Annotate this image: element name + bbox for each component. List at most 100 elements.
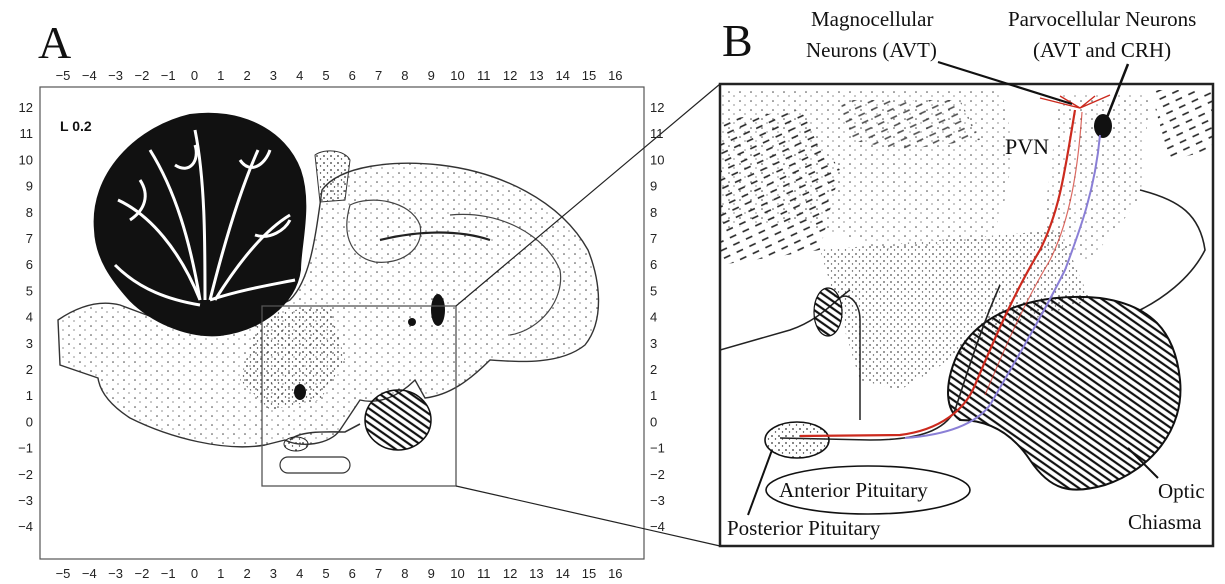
level-label: L 0.2	[60, 118, 92, 134]
pvn-dark-spot	[1094, 114, 1112, 138]
x-tick-label: 15	[582, 566, 596, 581]
dark-nucleus-a	[431, 294, 445, 326]
x-tick-label: 1	[217, 566, 224, 581]
x-tick-label: 5	[322, 566, 329, 581]
y-tick-label: 0	[26, 414, 33, 429]
x-tick-label: −2	[134, 68, 149, 83]
y-tick-label: 4	[26, 310, 33, 325]
x-tick-label: 2	[243, 566, 250, 581]
y-tick-label: 6	[26, 257, 33, 272]
x-tick-label: 9	[428, 68, 435, 83]
dark-bundle	[814, 288, 842, 336]
pvn-label: PVN	[1005, 134, 1049, 159]
x-tick-label: 8	[401, 68, 408, 83]
magno-label-line1: Magnocellular	[811, 7, 933, 31]
panel-b-letter: B	[722, 15, 753, 66]
x-tick-label: −5	[56, 68, 71, 83]
y-tick-label: 5	[650, 283, 657, 298]
y-tick-label: −2	[18, 467, 33, 482]
x-tick-label: 14	[555, 68, 569, 83]
y-tick-label: 2	[650, 362, 657, 377]
posterior-pituitary	[765, 422, 829, 458]
x-tick-label: 4	[296, 566, 303, 581]
y-tick-label: −1	[18, 441, 33, 456]
y-tick-label: 12	[650, 100, 664, 115]
parvo-label-line1: Parvocellular Neurons	[1008, 7, 1196, 31]
olfactory-dark	[315, 151, 350, 202]
x-tick-label: 11	[477, 566, 491, 581]
x-tick-label: 12	[503, 566, 517, 581]
y-tick-label: 3	[26, 336, 33, 351]
y-tick-label: 9	[650, 179, 657, 194]
y-tick-label: 12	[19, 100, 33, 115]
x-tick-label: 6	[349, 566, 356, 581]
x-tick-label: 16	[608, 566, 622, 581]
x-tick-label: 13	[529, 566, 543, 581]
x-tick-label: −1	[161, 68, 176, 83]
y-tick-label: 10	[19, 152, 33, 167]
x-tick-label: 13	[529, 68, 543, 83]
y-tick-label: −3	[18, 493, 33, 508]
dark-dot	[408, 318, 416, 326]
x-tick-label: 3	[270, 566, 277, 581]
y-tick-label: 8	[650, 205, 657, 220]
y-tick-label: −4	[18, 519, 33, 534]
x-tick-label: −3	[108, 566, 123, 581]
x-tick-label: 3	[270, 68, 277, 83]
x-tick-label: −1	[161, 566, 176, 581]
x-tick-label: 6	[349, 68, 356, 83]
y-tick-label: −2	[650, 467, 665, 482]
anterior-pituitary-label: Anterior Pituitary	[779, 478, 928, 502]
x-tick-label: −2	[134, 566, 149, 581]
zoom-connector-bottom	[456, 486, 720, 546]
x-tick-label: 14	[555, 566, 569, 581]
cerebellum	[95, 114, 306, 336]
x-tick-label: −5	[56, 566, 71, 581]
optic-label-line1: Optic	[1158, 479, 1205, 503]
dark-nucleus-b	[294, 384, 306, 400]
posterior-pituitary-label: Posterior Pituitary	[727, 516, 881, 540]
x-tick-label: 4	[296, 68, 303, 83]
parvo-label-line2: (AVT and CRH)	[1033, 38, 1171, 62]
y-tick-label: −1	[650, 441, 665, 456]
y-tick-label: 7	[650, 231, 657, 246]
y-tick-label: 5	[26, 283, 33, 298]
y-tick-label: 1	[26, 388, 33, 403]
y-tick-label: 10	[650, 152, 664, 167]
x-tick-label: 0	[191, 566, 198, 581]
x-tick-label: 1	[217, 68, 224, 83]
x-tick-label: 11	[477, 68, 491, 83]
x-tick-label: −4	[82, 566, 97, 581]
y-tick-label: 1	[650, 388, 657, 403]
x-tick-label: 2	[243, 68, 250, 83]
x-tick-label: 16	[608, 68, 622, 83]
x-axis-top-ticks: −5−4−3−2−1012345678910111213141516	[56, 68, 623, 83]
panel-a-letter: A	[38, 17, 71, 68]
x-tick-label: 8	[401, 566, 408, 581]
y-tick-label: 11	[20, 126, 34, 141]
y-tick-label: −3	[650, 493, 665, 508]
x-tick-label: 10	[450, 68, 464, 83]
y-axis-right-ticks: 1211109876543210−1−2−3−4	[650, 100, 665, 534]
optic-chiasm-small	[365, 390, 431, 450]
x-tick-label: 0	[191, 68, 198, 83]
x-tick-label: −3	[108, 68, 123, 83]
y-tick-label: 9	[26, 179, 33, 194]
brain-section	[58, 114, 599, 473]
anterior-pituitary-small	[280, 457, 350, 473]
y-tick-label: 2	[26, 362, 33, 377]
x-tick-label: 5	[322, 68, 329, 83]
y-tick-label: 6	[650, 257, 657, 272]
x-tick-label: 9	[428, 566, 435, 581]
y-tick-label: 4	[650, 310, 657, 325]
x-tick-label: 7	[375, 68, 382, 83]
y-tick-label: 7	[26, 231, 33, 246]
x-tick-label: 15	[582, 68, 596, 83]
posterior-pituitary-small	[284, 437, 308, 451]
y-tick-label: 3	[650, 336, 657, 351]
magno-label-line2: Neurons (AVT)	[806, 38, 937, 62]
y-tick-label: 0	[650, 414, 657, 429]
y-tick-label: 8	[26, 205, 33, 220]
